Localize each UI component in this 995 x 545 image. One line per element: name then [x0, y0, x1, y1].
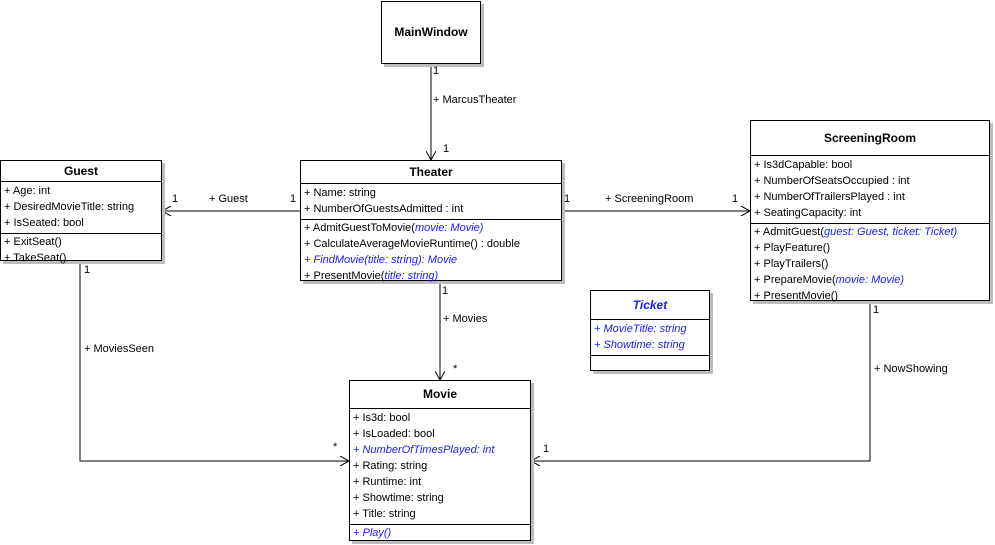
operation: + CalculateAverageMovieRuntime() : doubl…: [304, 238, 520, 250]
attribute: + NumberOfSeatsOccupied : int: [754, 175, 910, 187]
class-theater[interactable]: Theater + Name: string + NumberOfGuestsA…: [300, 160, 562, 282]
operation: + Play(): [353, 527, 392, 539]
operation-param: movie: Movie): [414, 222, 484, 234]
operations-section: + Play(): [350, 524, 530, 543]
operation-param: title: string): [384, 270, 439, 282]
mult-guest-source: 1: [290, 193, 297, 205]
class-name: Movie: [422, 387, 457, 401]
operation-name: + AdmitGuestToMovie(: [304, 222, 415, 234]
mult-movies-source: 1: [442, 285, 449, 297]
attribute: + Is3dCapable: bool: [754, 159, 853, 171]
role-nowshowing: + NowShowing: [874, 363, 948, 375]
operations-section: + AdmitGuest(guest: Guest, ticket: Ticke…: [751, 223, 989, 306]
operation: + AdmitGuest(guest: Guest, ticket: Ticke…: [751, 224, 989, 240]
role-moviesseen: + MoviesSeen: [84, 343, 155, 355]
class-name: MainWindow: [394, 25, 468, 39]
mult-movies-target: *: [453, 363, 458, 375]
operation: + FindMovie(title: string): Movie: [304, 254, 458, 266]
class-name: Guest: [63, 164, 98, 178]
operation: + PrepareMovie(movie: Movie): [751, 272, 989, 288]
mult-seen-source: 1: [84, 264, 91, 276]
operation: + AdmitGuestToMovie(movie: Movie): [301, 220, 561, 236]
operation-param: movie: Movie): [835, 274, 905, 286]
operation: + TakeSeat(): [4, 252, 67, 264]
attribute: + NumberOfTrailersPlayed : int: [754, 191, 905, 203]
attribute: + Age: int: [4, 185, 51, 197]
attribute: + Title: string: [353, 508, 416, 520]
attribute: + NumberOfGuestsAdmitted : int: [304, 203, 464, 215]
attribute: + Is3d: bool: [353, 412, 411, 424]
attribute: + Rating: string: [353, 460, 428, 472]
attribute: + DesiredMovieTitle: string: [4, 201, 135, 213]
class-movie[interactable]: Movie + Is3d: bool + IsLoaded: bool + Nu…: [349, 380, 531, 541]
attribute: + Name: string: [304, 187, 376, 199]
mult-main-source: 1: [433, 65, 440, 77]
mult-screening-target: 1: [732, 193, 739, 205]
class-guest[interactable]: Guest + Age: int + DesiredMovieTitle: st…: [0, 160, 162, 264]
attributes-section: + MovieTitle: string + Showtime: string: [591, 319, 709, 355]
operations-section: + AdmitGuestToMovie(movie: Movie) + Calc…: [301, 219, 561, 286]
attribute: + IsLoaded: bool: [353, 428, 435, 440]
attribute: + Showtime: string: [594, 339, 685, 351]
class-mainwindow[interactable]: MainWindow: [381, 1, 481, 64]
mult-nowshowing-target: 1: [543, 443, 550, 455]
mult-seen-target: *: [333, 441, 338, 453]
role-guest: + Guest: [209, 193, 248, 205]
operation-name: + PrepareMovie(: [754, 274, 836, 286]
mult-guest-target: 1: [172, 193, 179, 205]
mult-main-target: 1: [443, 143, 450, 155]
operation: + PlayFeature(): [754, 242, 831, 254]
role-movies: + Movies: [443, 313, 488, 325]
class-screeningroom[interactable]: ScreeningRoom + Is3dCapable: bool + Numb…: [750, 120, 990, 302]
operation-param: guest: Guest, ticket: Ticket): [824, 226, 958, 238]
attribute: + Showtime: string: [353, 492, 444, 504]
operation-name: + PresentMovie(: [304, 270, 385, 282]
attribute: + MovieTitle: string: [594, 323, 687, 335]
association-screening-movie: [531, 301, 871, 461]
attributes-section: + Is3d: bool + IsLoaded: bool + NumberOf…: [350, 408, 530, 524]
class-ticket[interactable]: Ticket + MovieTitle: string + Showtime: …: [590, 290, 710, 371]
attribute: + SeatingCapacity: int: [754, 207, 862, 219]
association-guest-movie: [79, 261, 349, 461]
attributes-section: + Is3dCapable: bool + NumberOfSeatsOccup…: [751, 155, 989, 223]
operation: + PlayTrailers(): [754, 258, 829, 270]
attributes-section: + Age: int + DesiredMovieTitle: string +…: [1, 181, 161, 233]
mult-screening-source: 1: [564, 193, 571, 205]
operations-section: + ExitSeat() + TakeSeat(): [1, 233, 161, 268]
operation: + ExitSeat(): [4, 236, 62, 248]
mult-nowshowing-source: 1: [873, 304, 880, 316]
role-marcustheater: + MarcusTheater: [433, 94, 517, 106]
attribute: + NumberOfTimesPlayed: int: [353, 444, 495, 456]
class-name: Theater: [409, 165, 453, 179]
operation: + PresentMovie(): [754, 290, 839, 302]
operation: + PresentMovie(title: string): [301, 268, 561, 284]
attribute: + IsSeated: bool: [4, 217, 84, 229]
role-screeningroom: + ScreeningRoom: [605, 193, 694, 205]
class-name: ScreeningRoom: [823, 131, 916, 145]
attributes-section: + Name: string + NumberOfGuestsAdmitted …: [301, 183, 561, 219]
operation-name: + AdmitGuest(: [754, 226, 825, 238]
attribute: + Runtime: int: [353, 476, 422, 488]
class-name: Ticket: [632, 298, 668, 312]
operations-section: [591, 355, 709, 371]
